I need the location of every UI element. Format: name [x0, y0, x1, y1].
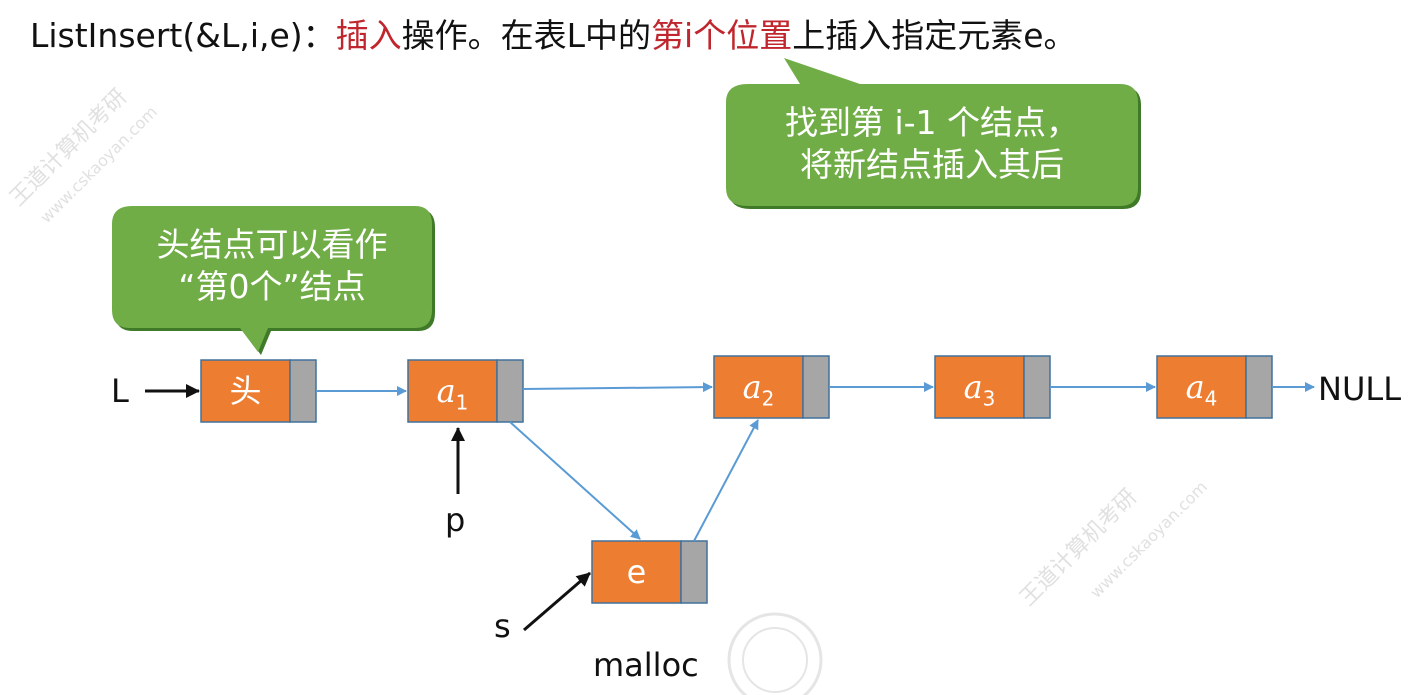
label-p: p — [445, 501, 466, 539]
pointer-s-arrow — [523, 571, 591, 632]
link-e-to-a2 — [693, 419, 759, 542]
node-a3 — [934, 355, 1051, 419]
title-line: ListInsert(&L,i,e)：插入操作。在表L中的第i个位置上插入指定元… — [30, 14, 1077, 58]
find-note-text: 找到第 i-1 个结点， 将新结点插入其后 — [784, 103, 1080, 184]
title-insert-keyword: 插入 — [335, 16, 402, 55]
head-note-bubble-shape — [112, 206, 435, 355]
head-note-text: 头结点可以看作 “第0个”结点 — [156, 225, 388, 306]
node-e — [591, 540, 708, 604]
node-head-label: 头 — [229, 372, 262, 410]
title-signature: ListInsert(&L,i,e)： — [30, 16, 336, 55]
node-a2-label: a2 — [742, 368, 775, 411]
node-head — [200, 359, 317, 423]
node-a4 — [1156, 355, 1273, 419]
title-text-end: 上插入指定元素e。 — [792, 16, 1077, 55]
node-a3-label: a3 — [963, 368, 996, 411]
find-note-bubble: 找到第 i-1 个结点， 将新结点插入其后 — [726, 84, 1138, 206]
label-s: s — [494, 607, 511, 645]
node-e-label: e — [626, 553, 647, 591]
title-text-middle: 操作。在表L中的 — [401, 16, 652, 55]
label-L: L — [111, 372, 129, 410]
title-position-keyword: 第i个位置 — [651, 16, 793, 55]
head-note-bubble: 头结点可以看作 “第0个”结点 — [112, 206, 432, 328]
link-a1-to-e — [509, 421, 641, 540]
label-malloc: malloc — [593, 646, 699, 684]
link-a1-to-a2 — [522, 382, 713, 393]
find-note-bubble-shape — [726, 58, 1141, 209]
watermark-seal-icon — [727, 612, 823, 695]
label-null: NULL — [1318, 370, 1402, 408]
node-a4-label: a4 — [1185, 368, 1218, 411]
node-a1-label: a1 — [436, 372, 469, 415]
